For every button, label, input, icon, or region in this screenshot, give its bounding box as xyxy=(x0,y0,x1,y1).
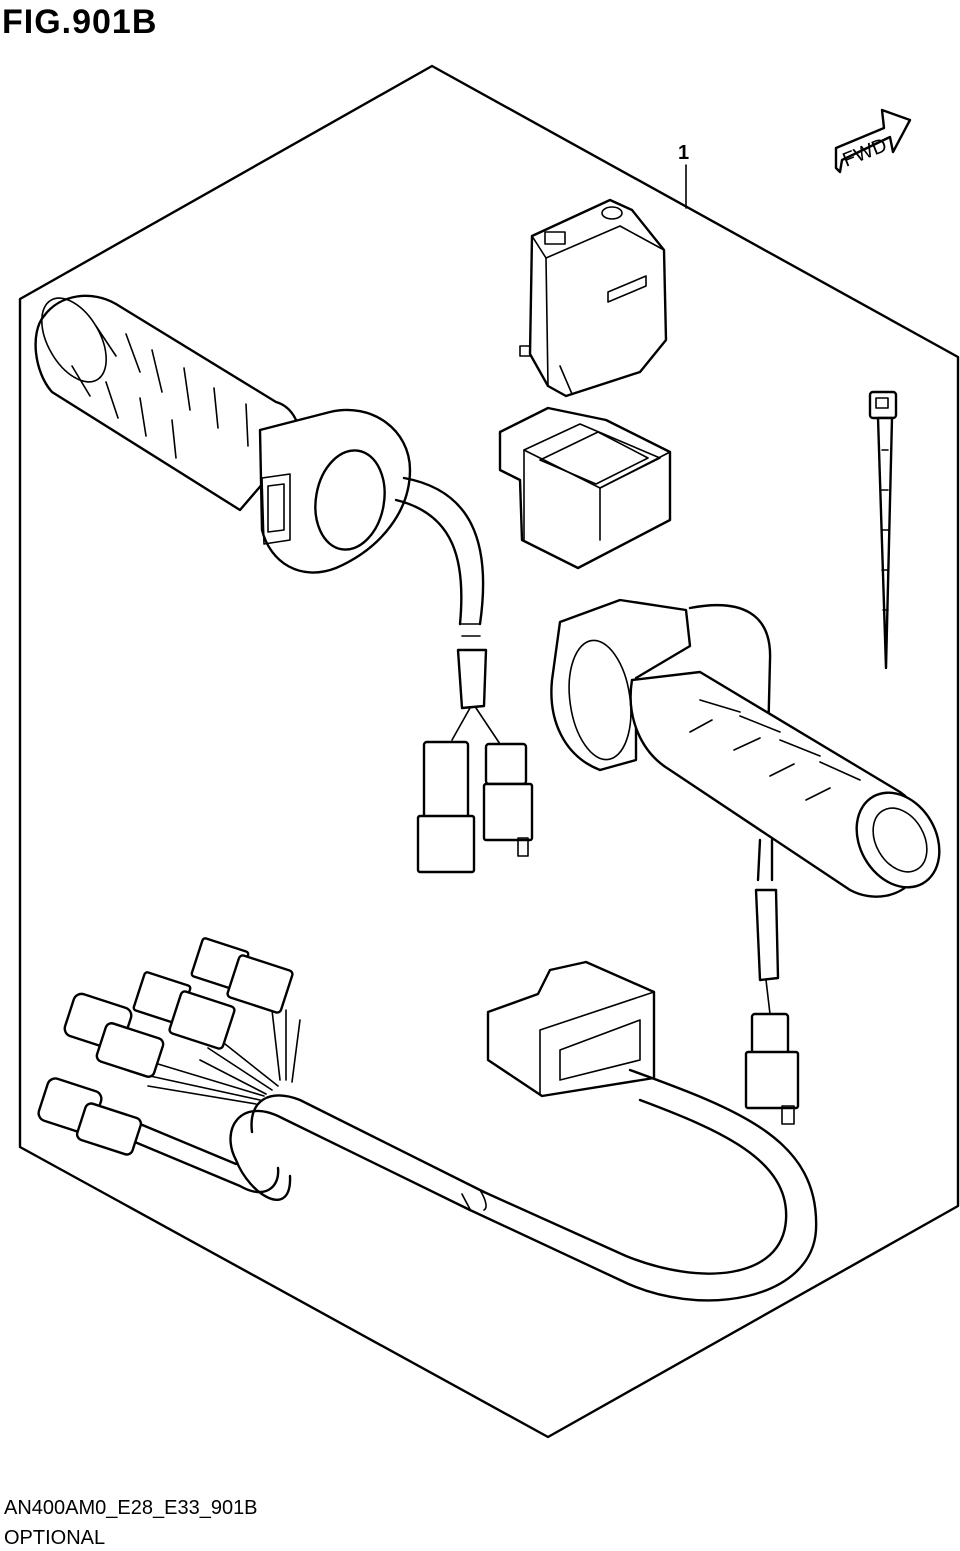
right-heated-grip xyxy=(550,598,941,1125)
figure-caption: OPTIONAL xyxy=(4,1527,106,1549)
cable-tie xyxy=(868,390,898,670)
controller-cover xyxy=(498,406,672,570)
part-callout-number[interactable]: 1 xyxy=(678,142,689,164)
figure-title: FIG.901B xyxy=(2,3,158,41)
controller-unit xyxy=(519,198,668,398)
drawing-code: AN400AM0_E28_E33_901B xyxy=(4,1497,258,1519)
left-heated-grip xyxy=(34,294,534,874)
main-wiring-harness xyxy=(37,937,818,1302)
fwd-arrow-icon: FWD xyxy=(834,108,912,174)
kit-outline-box xyxy=(18,64,960,1439)
